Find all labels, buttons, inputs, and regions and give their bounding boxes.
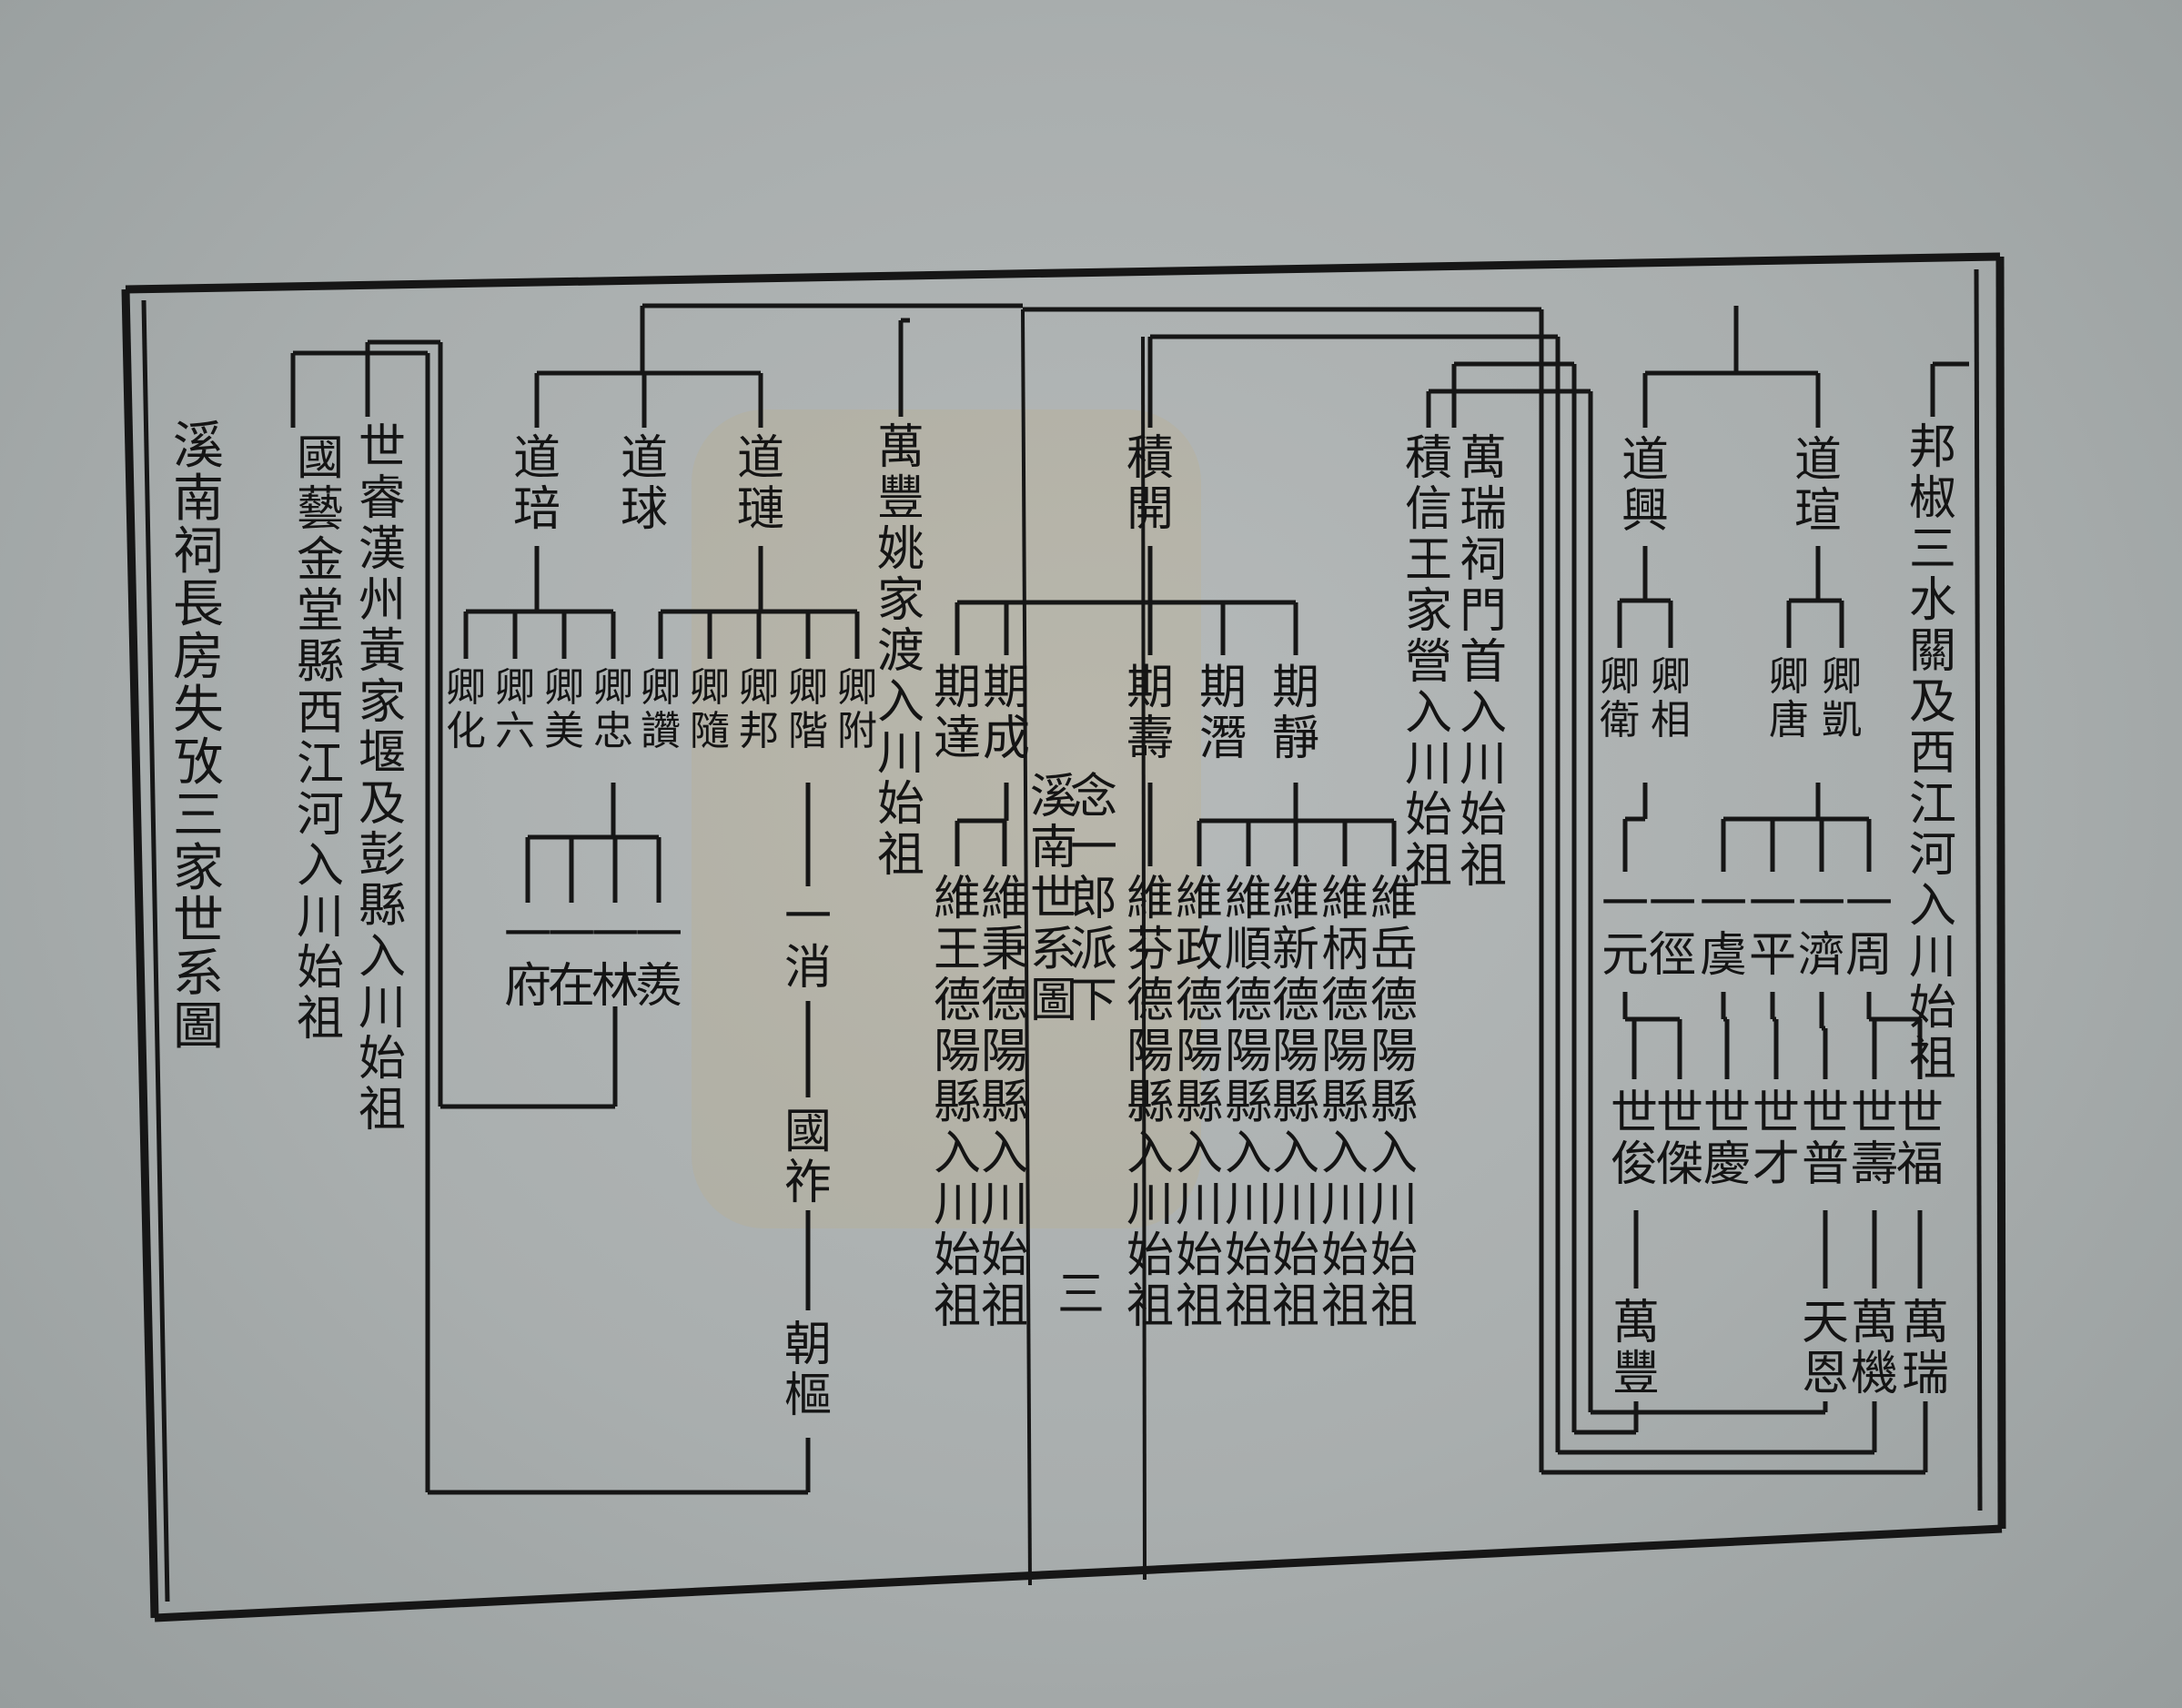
page-title: 溪南祠長房失攷三家世系圖 [173,417,224,1056]
name-shijun: 世俊 [1610,1086,1658,1192]
name-qingmei: 卿美 [544,664,584,754]
name-jikai: 積開 [1126,431,1174,537]
name-weixin: 維新德陽縣入川始祖 [1271,872,1319,1334]
name-wanrui: 萬瑞祠門首入川始祖 [1459,431,1507,894]
name-wanrui2: 萬瑞 [1901,1296,1949,1401]
faded-seal-stamp [692,409,1201,1228]
lineage-line-4 [141,299,170,1602]
name-qingliu: 卿六 [495,664,535,754]
name-ji: 一濟 [1797,877,1845,983]
center-title: 念一郎派下 [1069,770,1117,1028]
name-weifen: 維芬德陽縣入川始祖 [1126,872,1174,1334]
name-daoxing: 道興 [1621,433,1669,539]
name-qingxiang: 卿相 [1651,653,1691,743]
lineage-line-7 [1141,336,1147,1581]
lineage-line-0 [125,252,2001,294]
name-shiqing: 世慶 [1702,1086,1751,1192]
lineage-line-1 [1995,256,2006,1530]
name-ping: 一平 [1748,877,1796,983]
name-daoxuan: 道瑄 [1793,433,1842,539]
name-qicheng: 期成 [982,661,1030,766]
lineage-line-3 [121,288,159,1619]
name-lin: 一林 [591,908,639,1014]
name-yuan: 一元 [1601,877,1649,983]
name-guoyi: 國藝金堂縣西江河入川始祖 [296,431,344,1046]
name-shicai: 世才 [1752,1086,1800,1192]
name-shishou: 世壽 [1850,1086,1898,1192]
name-wanfeng2: 萬豐 [1611,1296,1660,1401]
name-jing: 一徑 [1648,877,1696,983]
name-zai: 一在 [547,908,595,1014]
name-wanfeng: 萬豐姚家渡入川始祖 [876,420,924,883]
name-weishun: 維順德陽縣入川始祖 [1224,872,1272,1334]
name-qingsui: 卿隨 [690,664,730,754]
name-wanji: 萬機 [1850,1296,1898,1401]
name-qingzhong: 卿忠 [593,664,633,754]
name-qingfu: 卿附 [837,664,877,754]
page-number: 三 [1057,1268,1106,1322]
name-chaoshu: 朝樞 [783,1318,832,1423]
center-subtitle: 溪南世系圖 [1029,770,1077,1028]
name-jixin: 積信王家營入川始祖 [1404,431,1452,894]
name-tianen: 天恩 [1801,1296,1849,1401]
name-xiao: 一消 [783,890,832,995]
lineage-line-5 [1974,268,1983,1511]
name-yu: 一虞 [1699,877,1747,983]
lineage-line-6 [1021,308,1032,1586]
name-bangjiao: 邦椒三水關及西江河入川始祖 [1908,420,1956,1086]
name-qingtang: 卿唐 [1769,653,1809,743]
name-qingkai: 卿凱 [1822,653,1862,743]
name-shipu: 世普 [1801,1086,1849,1192]
name-shijie: 世傑 [1655,1086,1703,1192]
name-qida: 期達 [933,661,981,766]
name-zhou: 一周 [1844,877,1893,983]
name-qingjie: 卿階 [788,664,828,754]
name-weibing2: 維秉德陽縣入川始祖 [980,872,1028,1334]
name-xian: 一羨 [634,908,682,1014]
name-qiqian: 期潛 [1198,661,1247,766]
name-qishou: 期壽 [1126,661,1174,766]
name-qinghua: 卿化 [446,664,486,754]
name-fu: 一府 [503,908,551,1014]
name-qingbang: 卿邦 [739,664,779,754]
name-daoqiu: 道球 [620,431,668,537]
name-qijing: 期靜 [1271,661,1319,766]
lineage-line-2 [154,1524,2003,1622]
name-weizheng: 維政德陽縣入川始祖 [1175,872,1223,1334]
name-weibing: 維柄德陽縣入川始祖 [1320,872,1369,1334]
name-shifu: 世福 [1895,1086,1944,1192]
name-shirui: 世睿漢州黃家堰及彭縣入川始祖 [358,420,406,1137]
name-qingzan: 卿讚 [641,664,681,754]
name-weiwang: 維王德陽縣入川始祖 [933,872,981,1334]
name-daolian: 道璉 [736,431,784,537]
name-guozuo: 國祚 [783,1105,832,1210]
name-weiyue: 維岳德陽縣入川始祖 [1369,872,1418,1334]
name-daopei: 道琣 [512,431,561,537]
name-qingwei: 卿衛 [1600,653,1640,743]
